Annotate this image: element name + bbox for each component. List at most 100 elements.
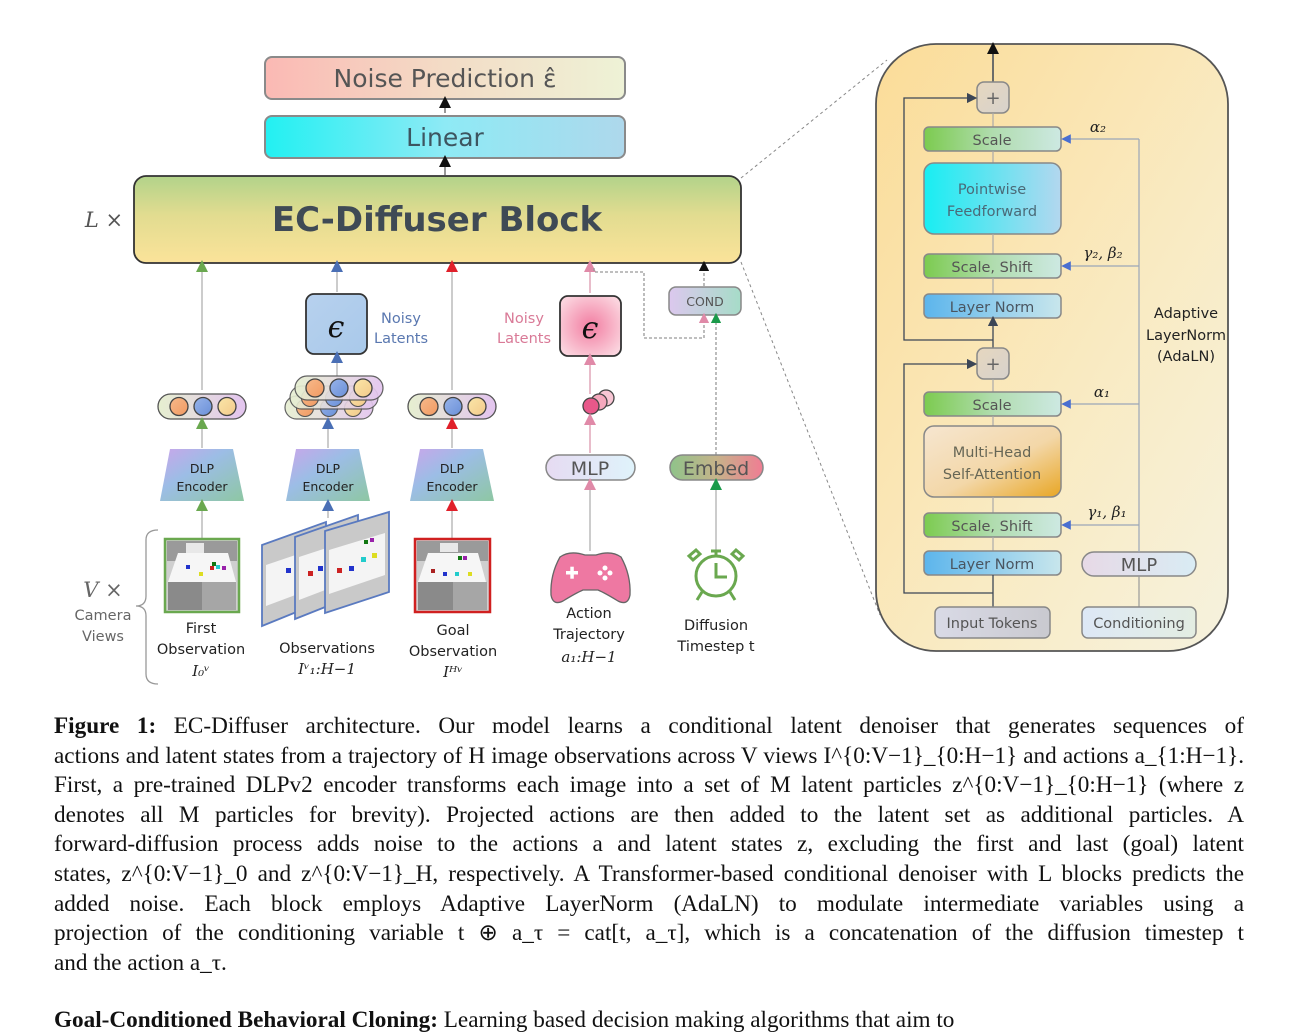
layernorm-bottom-label: Layer Norm bbox=[950, 557, 1035, 573]
caption-line-5: forward-diffusion process adds noise to … bbox=[54, 831, 1244, 858]
action-particles bbox=[582, 389, 615, 415]
adaln-line2: LayerNorm bbox=[1146, 328, 1226, 344]
dlp-encoder-1: DLP Encoder bbox=[160, 449, 244, 501]
residual-skip-bottom bbox=[903, 358, 993, 594]
repeat-label: L × bbox=[84, 208, 123, 232]
adaln-line3: (AdaLN) bbox=[1157, 349, 1215, 365]
mlp-box: MLP bbox=[545, 454, 636, 481]
particle bbox=[329, 378, 349, 398]
particle bbox=[353, 378, 373, 398]
noise-prediction-box: Noise Prediction ε̂ bbox=[264, 56, 626, 100]
camera-views-line3: Views bbox=[82, 629, 124, 645]
alpha2-label: α₂ bbox=[1090, 118, 1106, 136]
first-observation-line2: Observation bbox=[157, 642, 245, 658]
zoom-line-bottom bbox=[740, 261, 881, 616]
residual-add-bottom: + bbox=[976, 347, 1010, 380]
observations-line1: Observations bbox=[279, 641, 375, 657]
residual-skip-top bbox=[903, 92, 993, 341]
noisy-latents-pink-box: ϵ bbox=[559, 295, 622, 357]
dlp-encoder-2: DLP Encoder bbox=[286, 449, 370, 501]
next-paragraph-heading: Goal-Conditioned Behavioral Cloning: bbox=[54, 1007, 438, 1033]
figure-caption: Figure 1: EC-Diffuser architecture. Our … bbox=[54, 712, 1244, 978]
diffusion-timestep-line1: Diffusion bbox=[684, 618, 748, 634]
encoder-label-2: Encoder bbox=[176, 479, 228, 494]
alpha1-label: α₁ bbox=[1094, 383, 1110, 401]
architecture-figure: Noise Prediction ε̂ Linear L × EC-Diffus… bbox=[75, 42, 1229, 685]
noise-prediction-label: Noise Prediction ε̂ bbox=[334, 64, 557, 93]
block-label: EC-Diffuser Block bbox=[272, 200, 604, 240]
feedforward-box: Pointwise Feedforward bbox=[923, 162, 1062, 235]
encoder-label-2: Encoder bbox=[426, 479, 478, 494]
conditioning-box: Conditioning bbox=[1081, 606, 1197, 639]
particle bbox=[443, 396, 463, 417]
block-detail-panel: + Scale Pointwise Feedforward Scale, Shi… bbox=[875, 42, 1229, 652]
caption-line-4: denotes all M particles for brevity). Pr… bbox=[54, 801, 1244, 828]
linear-label: Linear bbox=[406, 123, 484, 152]
adaln-mlp-label: MLP bbox=[1121, 555, 1158, 576]
encoder-label-1: DLP bbox=[440, 461, 465, 476]
embed-box: Embed bbox=[669, 454, 764, 481]
adaln-mlp-box: MLP bbox=[1081, 551, 1197, 577]
observations-math: Iᵛ₁:H−1 bbox=[297, 660, 356, 678]
caption-label: Figure 1: bbox=[54, 713, 157, 739]
adaln-line1: Adaptive bbox=[1154, 306, 1218, 322]
camera-views-line2: Camera bbox=[75, 608, 132, 624]
first-observation-line1: First bbox=[186, 621, 217, 637]
ec-diffuser-block: EC-Diffuser Block bbox=[133, 175, 742, 264]
latent-particles-goal bbox=[407, 393, 497, 420]
caption-line-2: actions and latent states from a traject… bbox=[54, 742, 1244, 769]
layernorm-top-label: Layer Norm bbox=[950, 300, 1035, 316]
first-observation-image bbox=[163, 537, 241, 614]
latent-particles-stacked bbox=[284, 375, 384, 420]
action-trajectory-line2: Trajectory bbox=[552, 627, 625, 643]
input-tokens-box: Input Tokens bbox=[934, 606, 1051, 639]
encoder-label-2: Encoder bbox=[302, 479, 354, 494]
goal-observation-line2: Observation bbox=[409, 644, 497, 660]
action-trajectory-line1: Action bbox=[566, 606, 611, 622]
feedforward-line2: Feedforward bbox=[947, 204, 1037, 220]
plus-label-top: + bbox=[985, 88, 1000, 109]
encoder-label-1: DLP bbox=[316, 461, 341, 476]
goal-observation-math: Iᴴᵛ bbox=[442, 663, 463, 681]
input-tokens-label: Input Tokens bbox=[947, 616, 1038, 632]
caption-line-1: Figure 1: EC-Diffuser architecture. Our … bbox=[54, 712, 1244, 742]
latent-particles-first bbox=[157, 393, 247, 420]
scale-bottom-label: Scale bbox=[972, 398, 1011, 414]
mlp-label: MLP bbox=[571, 458, 609, 480]
first-observation-math: I₀ᵛ bbox=[191, 662, 210, 680]
gamepad-icon bbox=[550, 552, 631, 604]
encoder-label-1: DLP bbox=[190, 461, 215, 476]
epsilon-symbol-pink: ϵ bbox=[582, 311, 599, 346]
action-trajectory-math: a₁:H−1 bbox=[561, 648, 616, 666]
caption-line-8: projection of the conditioning variable … bbox=[54, 920, 1244, 947]
noisy-latents-pink-line1: Noisy bbox=[504, 311, 544, 327]
particle bbox=[467, 396, 487, 417]
scale-shift-top-label: Scale, Shift bbox=[951, 260, 1033, 276]
caption-line-7: added noise. Each block employs Adaptive… bbox=[54, 890, 1244, 917]
particle bbox=[582, 397, 600, 415]
epsilon-symbol-blue: ϵ bbox=[328, 310, 345, 345]
gamma2beta2-label: γ₂, β₂ bbox=[1083, 244, 1122, 262]
self-attention-line2: Self-Attention bbox=[943, 467, 1041, 483]
layernorm-top-box: Layer Norm bbox=[923, 293, 1062, 319]
particle bbox=[305, 378, 325, 398]
scale-top-label: Scale bbox=[972, 133, 1011, 149]
particle bbox=[169, 396, 189, 417]
noisy-latents-blue-line2: Latents bbox=[374, 331, 428, 347]
embed-label: Embed bbox=[683, 458, 749, 480]
zoom-line-top bbox=[740, 59, 888, 179]
caption-line-3: First, a pre-trained DLPv2 encoder trans… bbox=[54, 772, 1244, 799]
cond-label: COND bbox=[686, 294, 724, 309]
scale-shift-bottom-label: Scale, Shift bbox=[951, 519, 1033, 535]
noisy-latents-blue-box: ϵ bbox=[305, 293, 368, 355]
linear-box: Linear bbox=[264, 115, 626, 159]
camera-views-brace bbox=[135, 529, 159, 685]
particle bbox=[193, 396, 213, 417]
particle bbox=[419, 396, 439, 417]
noisy-latents-blue-line1: Noisy bbox=[381, 311, 421, 327]
dlp-encoder-3: DLP Encoder bbox=[410, 449, 494, 501]
alarm-clock-icon bbox=[686, 547, 746, 601]
next-paragraph-text: Learning based decision making algorithm… bbox=[437, 1007, 955, 1033]
residual-add-top: + bbox=[976, 81, 1010, 114]
feedforward-line1: Pointwise bbox=[958, 182, 1026, 198]
